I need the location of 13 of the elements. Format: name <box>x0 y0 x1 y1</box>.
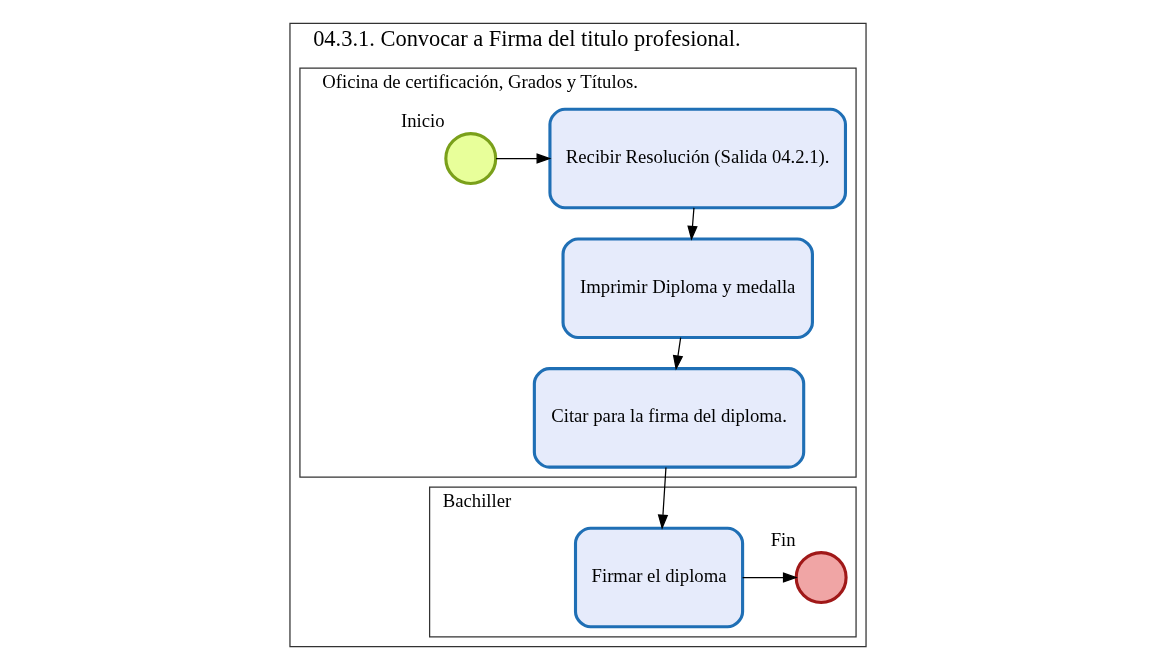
node-box: Imprimir Diploma y medalla <box>561 237 814 340</box>
node-circle <box>794 551 848 604</box>
node-circle <box>444 132 498 186</box>
arrow <box>687 207 698 241</box>
arrow <box>657 466 669 530</box>
node-box: Citar para la firma del diploma. <box>532 367 806 469</box>
arrow <box>742 572 798 583</box>
node-label: Inicio <box>400 110 445 132</box>
arrow <box>672 336 684 371</box>
node-box: Firmar el diploma <box>573 526 745 629</box>
node-box: Recibir Resolución (Salida 04.2.1). <box>548 107 847 210</box>
arrow <box>495 153 552 164</box>
node-label: Fin <box>770 529 796 551</box>
